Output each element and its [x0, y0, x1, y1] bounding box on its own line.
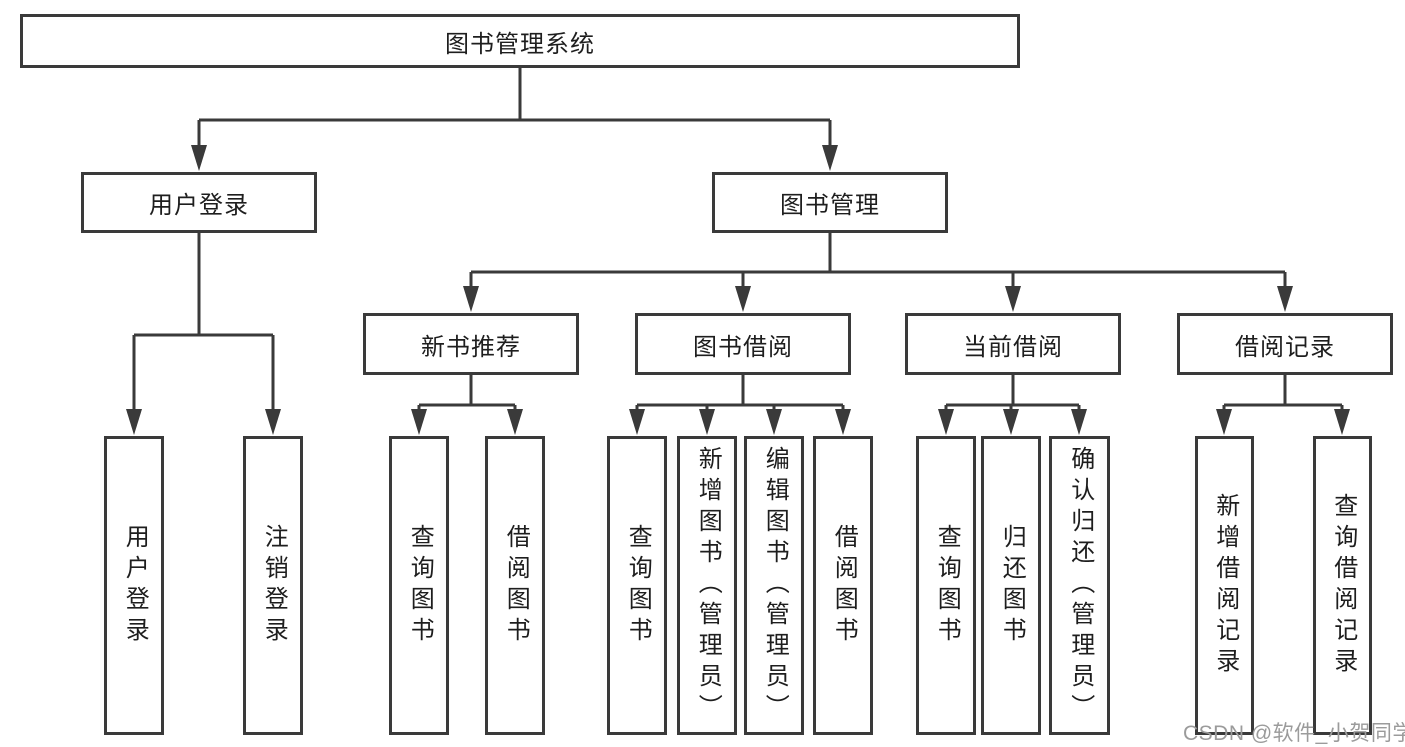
node-label: 归还图书	[998, 523, 1026, 648]
node-label: 查询图书	[933, 523, 961, 648]
connector-book-management-to-level3	[463, 233, 1293, 312]
node-library-management-system: 图书管理系统	[20, 14, 1020, 68]
node-current-borrowing: 当前借阅	[905, 313, 1121, 375]
connector-book-borrowing-children	[629, 375, 851, 435]
node-confirm-return-admin: 确认归还（管理员）	[1049, 436, 1110, 735]
node-user-login-action: 用户登录	[104, 436, 164, 735]
connector-root-to-level2	[191, 68, 838, 171]
node-edit-book-admin: 编辑图书（管理员）	[744, 436, 804, 735]
node-new-book-recommend: 新书推荐	[363, 313, 579, 375]
node-label: 确认归还（管理员）	[1066, 446, 1094, 725]
node-label: 借阅图书	[830, 523, 858, 648]
node-query-books-current: 查询图书	[916, 436, 976, 735]
node-user-login: 用户登录	[81, 172, 317, 233]
connector-borrowing-records-children	[1216, 375, 1350, 435]
node-book-borrowing: 图书借阅	[635, 313, 851, 375]
node-add-borrow-record: 新增借阅记录	[1195, 436, 1254, 735]
node-label: 借阅图书	[502, 523, 530, 648]
node-return-books: 归还图书	[981, 436, 1041, 735]
node-borrow-books-borrowing: 借阅图书	[813, 436, 873, 735]
node-label: 注销登录	[260, 523, 288, 648]
node-query-books-recommend: 查询图书	[389, 436, 449, 735]
node-label: 新增图书（管理员）	[694, 446, 722, 725]
node-logout-action: 注销登录	[243, 436, 303, 735]
connector-new-book-recommend-children	[411, 375, 523, 435]
node-query-borrow-record: 查询借阅记录	[1313, 436, 1372, 735]
node-label: 查询借阅记录	[1329, 492, 1357, 679]
csdn-watermark: CSDN @软件_小贺同学	[1183, 722, 1405, 745]
node-add-book-admin: 新增图书（管理员）	[677, 436, 737, 735]
node-label: 编辑图书（管理员）	[761, 446, 789, 725]
node-borrow-books-recommend: 借阅图书	[485, 436, 545, 735]
node-label: 查询图书	[406, 523, 434, 648]
node-label: 新增借阅记录	[1211, 492, 1239, 679]
node-borrowing-records: 借阅记录	[1177, 313, 1393, 375]
node-query-books-borrowing: 查询图书	[607, 436, 667, 735]
connector-user-login-children	[126, 233, 281, 435]
node-label: 用户登录	[121, 523, 149, 648]
node-label: 查询图书	[624, 523, 652, 648]
connector-current-borrowing-children	[938, 375, 1087, 435]
node-book-management: 图书管理	[712, 172, 948, 233]
